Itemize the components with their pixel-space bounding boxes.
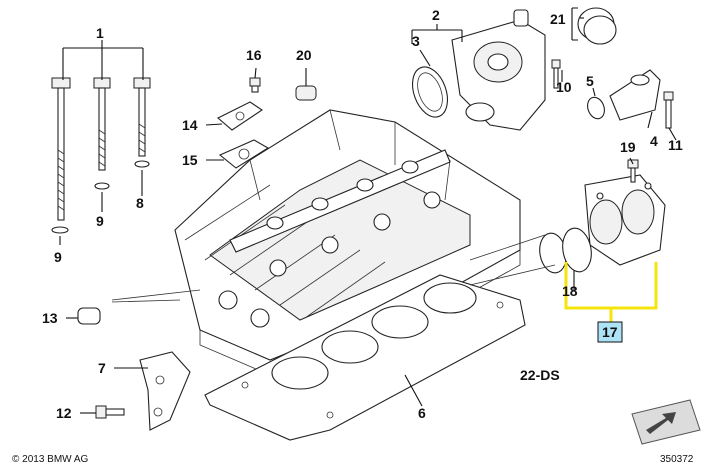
callout-17: 17 — [602, 324, 618, 340]
o-rings — [577, 7, 617, 45]
head-gasket — [204, 274, 526, 441]
gasket-14 — [217, 101, 263, 131]
callout-2: 2 — [432, 7, 440, 23]
callout-19: 19 — [620, 139, 636, 155]
oil-pipe-4 — [609, 69, 661, 121]
callout-5: 5 — [586, 73, 594, 89]
head-bolt — [51, 77, 71, 221]
vacuum-pump — [451, 9, 546, 131]
plug-13 — [77, 307, 101, 325]
arrow-tile-icon — [631, 399, 701, 445]
bolt-11 — [663, 91, 674, 129]
flange-seals-18 — [539, 227, 592, 274]
callout-20: 20 — [296, 47, 312, 63]
callouts: 1 2 3 4 5 6 7 8 9 9 10 11 12 13 14 15 16… — [42, 7, 683, 421]
pump-gasket-ring — [411, 66, 449, 118]
callout-9-middle: 9 — [96, 213, 104, 229]
washers-8-9 — [51, 160, 150, 234]
seal-ring-5 — [587, 96, 605, 120]
flange-cover — [584, 174, 666, 266]
diagram-number: 350372 — [660, 454, 694, 465]
callout-8: 8 — [136, 195, 144, 211]
callout-11: 11 — [668, 137, 683, 153]
callout-9-left: 9 — [54, 249, 62, 265]
callout-6: 6 — [418, 405, 426, 421]
callout-21: 21 — [550, 11, 566, 27]
highlight-bracket — [564, 262, 658, 322]
frame-lines — [111, 234, 556, 303]
cap-20 — [295, 85, 317, 101]
callout-17-box — [597, 321, 623, 343]
gasket-15 — [218, 139, 270, 169]
callout-1: 1 — [96, 25, 104, 41]
leader-lines — [59, 17, 677, 414]
variant-label: 22-DS — [520, 367, 560, 383]
callout-7: 7 — [98, 360, 106, 376]
bolt-10 — [551, 59, 561, 89]
head-bolt — [93, 77, 111, 171]
head-bolt — [133, 77, 151, 157]
plug-16 — [249, 77, 261, 93]
callout-16: 16 — [246, 47, 262, 63]
callout-4: 4 — [650, 133, 658, 149]
callout-15: 15 — [182, 152, 198, 168]
bracket-7 — [139, 351, 191, 431]
head-ports — [218, 191, 441, 328]
head-bolts — [51, 77, 151, 221]
copyright-text: © 2013 BMW AG — [12, 454, 89, 465]
callout-14: 14 — [182, 117, 198, 133]
callout-13: 13 — [42, 310, 58, 326]
camshaft — [229, 149, 451, 253]
callout-10: 10 — [556, 79, 572, 95]
callout-18: 18 — [562, 283, 578, 299]
bolt-12 — [95, 405, 125, 419]
callout-3: 3 — [412, 33, 420, 49]
callout-12: 12 — [56, 405, 72, 421]
